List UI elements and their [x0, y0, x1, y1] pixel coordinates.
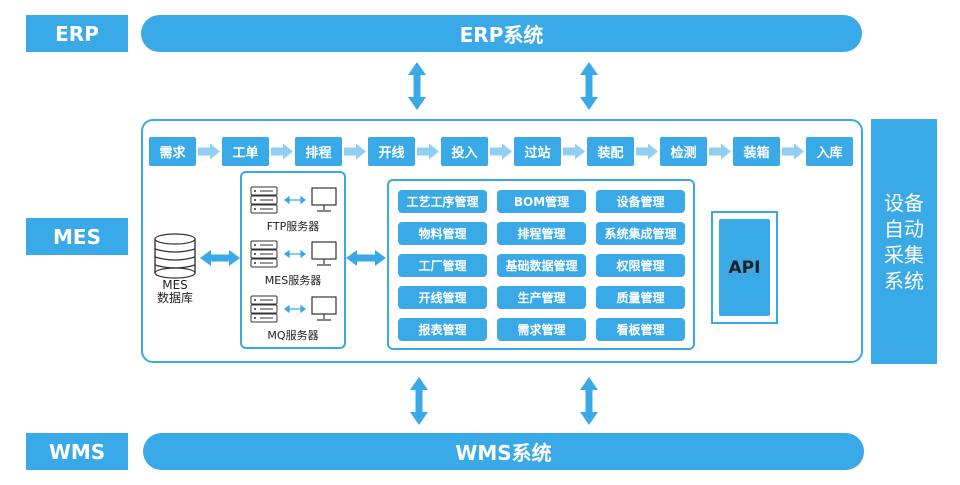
process-arrow: [417, 143, 439, 160]
server-label: MES服务器: [264, 274, 322, 287]
erp-mes-arrow-left: [408, 62, 426, 110]
equipment-collection-system: 设备 自动 采集 系统: [871, 119, 937, 364]
process-arrow: [636, 143, 658, 160]
process-step: 需求: [149, 137, 196, 166]
mes-database: MES 数据库: [150, 233, 200, 305]
process-arrow: [782, 143, 804, 160]
wms-layer-tag: WMS: [26, 433, 128, 470]
module-item: 质量管理: [596, 286, 685, 309]
mes-wms-arrow-left: [410, 377, 428, 425]
module-item: 生产管理: [497, 286, 586, 309]
module-item: 需求管理: [497, 318, 586, 341]
process-step: 装箱: [733, 137, 780, 166]
process-step: 投入: [441, 137, 488, 166]
process-step: 装配: [587, 137, 634, 166]
module-item: 开线管理: [398, 286, 487, 309]
server-icon: [250, 240, 337, 268]
process-arrow: [344, 143, 366, 160]
erp-system-bar: ERP系统: [141, 15, 862, 52]
server-icon: [250, 186, 337, 214]
database-icon: [154, 233, 196, 279]
equipment-collection-label: 设备 自动 采集 系统: [884, 190, 924, 293]
module-item: 工厂管理: [398, 254, 487, 277]
process-step: 检测: [660, 137, 707, 166]
module-item: BOM管理: [497, 190, 586, 213]
wms-system-bar: WMS系统: [143, 433, 864, 470]
database-label-line1: MES: [162, 278, 188, 292]
api-box: API: [711, 211, 778, 324]
module-item: 看板管理: [596, 318, 685, 341]
erp-layer-tag: ERP: [26, 15, 128, 52]
module-item: 排程管理: [497, 222, 586, 245]
api-inner: API: [719, 219, 770, 316]
api-label: API: [728, 257, 761, 278]
process-arrow: [271, 143, 293, 160]
process-step: 开线: [368, 137, 415, 166]
process-arrow: [563, 143, 585, 160]
process-step: 排程: [295, 137, 342, 166]
erp-mes-arrow-right: [580, 62, 598, 110]
database-label-line2: 数据库: [156, 291, 193, 305]
process-arrow: [198, 143, 220, 160]
process-step: 入库: [806, 137, 853, 166]
process-arrow: [709, 143, 731, 160]
process-arrow: [490, 143, 512, 160]
module-item: 工艺工序管理: [398, 190, 487, 213]
server-icon: [250, 295, 337, 323]
module-item: 系统集成管理: [596, 222, 685, 245]
mes-layer-tag: MES: [26, 218, 128, 255]
process-step: 过站: [514, 137, 561, 166]
module-item: 权限管理: [596, 254, 685, 277]
process-step: 工单: [222, 137, 269, 166]
module-item: 设备管理: [596, 190, 685, 213]
module-item: 物料管理: [398, 222, 487, 245]
module-item: 基础数据管理: [497, 254, 586, 277]
module-item: 报表管理: [398, 318, 487, 341]
server-label: MQ服务器: [267, 329, 319, 342]
mes-wms-arrow-right: [580, 377, 598, 425]
server-label: FTP服务器: [266, 220, 320, 233]
